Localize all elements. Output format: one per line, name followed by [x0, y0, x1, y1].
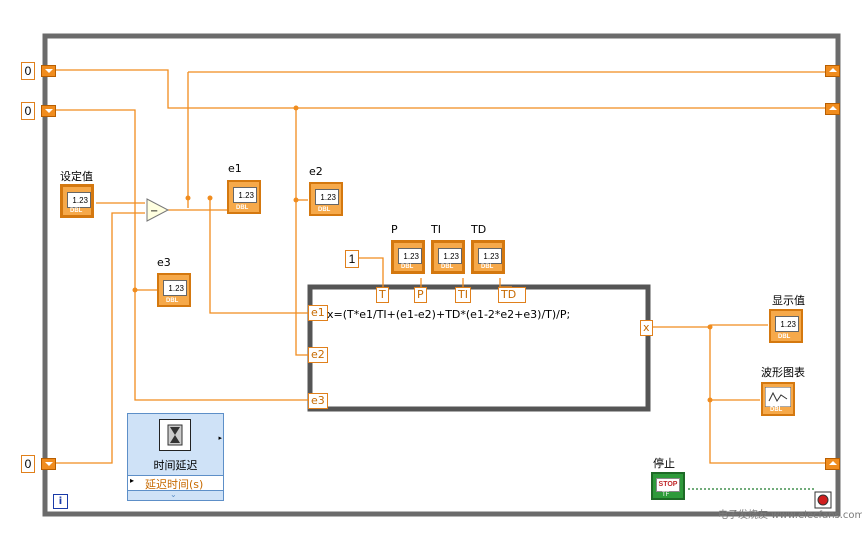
p-control[interactable]: 1.23 DBL — [391, 240, 425, 274]
setpoint-label: 设定值 — [60, 170, 93, 183]
delay-time-param: 延迟时间(s) — [145, 478, 204, 491]
shift-register-init-2[interactable]: 0 — [21, 102, 35, 120]
numeric-display: 1.23 — [398, 248, 422, 264]
formula-input-ti[interactable]: TI — [455, 287, 471, 303]
waveform-chart-icon — [765, 387, 791, 407]
waveform-chart-label: 波形图表 — [761, 366, 805, 379]
formula-node-frame — [307, 284, 651, 412]
type-tag: DBL — [401, 264, 414, 270]
shift-register-init-1[interactable]: 0 — [21, 62, 35, 80]
shift-register-left-1[interactable] — [41, 65, 56, 77]
numeric-display: 1.23 — [233, 187, 257, 203]
expand-chevron-icon[interactable]: ⌄ — [170, 490, 177, 499]
td-label: TD — [471, 223, 487, 236]
while-loop-frame — [42, 33, 841, 517]
formula-input-td[interactable]: TD — [498, 287, 526, 303]
display-value-label: 显示值 — [772, 294, 805, 307]
e2-indicator[interactable]: 1.23 DBL — [309, 182, 343, 216]
formula-input-t[interactable]: T — [376, 287, 389, 303]
formula-output-x[interactable]: x — [640, 320, 653, 336]
ti-label: TI — [431, 223, 441, 236]
formula-input-e1[interactable]: e1 — [308, 305, 328, 321]
numeric-display: 1.23 — [67, 192, 91, 208]
numeric-display: 1.23 — [478, 248, 502, 264]
t-constant[interactable]: 1 — [345, 250, 359, 268]
formula-input-e2[interactable]: e2 — [308, 347, 328, 363]
waveform-chart-indicator[interactable]: DBL — [761, 382, 795, 416]
shift-register-right-3[interactable] — [825, 458, 840, 470]
hourglass-glyph — [167, 424, 183, 446]
type-tag: DBL — [236, 205, 249, 211]
e1-label: e1 — [228, 162, 242, 175]
hourglass-icon — [159, 419, 191, 451]
numeric-display: 1.23 — [438, 248, 462, 264]
bool-tag: TF — [662, 492, 670, 498]
shift-register-init-3[interactable]: 0 — [21, 455, 35, 473]
shift-register-right-2[interactable] — [825, 103, 840, 115]
info-icon[interactable]: i — [53, 494, 68, 509]
display-value-indicator[interactable]: 1.23 DBL — [769, 309, 803, 343]
ti-control[interactable]: 1.23 DBL — [431, 240, 465, 274]
e3-indicator[interactable]: 1.23 DBL — [157, 273, 191, 307]
numeric-display: 1.23 — [163, 280, 187, 296]
svg-text:−: − — [150, 206, 158, 217]
formula-input-p[interactable]: P — [414, 287, 427, 303]
type-tag: DBL — [481, 264, 494, 270]
subtract-node — [146, 198, 170, 222]
param-arrow-icon: ▸ — [130, 476, 135, 485]
stop-label: 停止 — [653, 457, 675, 470]
type-tag: DBL — [70, 208, 83, 214]
type-tag: DBL — [318, 207, 331, 213]
stop-text: STOP — [656, 478, 680, 492]
watermark-text: 电子发烧友 www.elecfans.com — [718, 510, 862, 521]
type-tag: DBL — [778, 334, 791, 340]
type-tag: DBL — [441, 264, 454, 270]
formula-expression[interactable]: x=(T*e1/TI+(e1-e2)+TD*(e1-2*e2+e3)/T)/P; — [327, 308, 571, 321]
numeric-display: 1.23 — [315, 189, 339, 205]
e3-label: e3 — [157, 256, 171, 269]
numeric-display: 1.23 — [775, 316, 799, 332]
type-tag: DBL — [166, 298, 179, 304]
e2-label: e2 — [309, 165, 323, 178]
time-delay-title: 时间延迟 — [153, 459, 198, 472]
type-tag: DBL — [770, 407, 783, 413]
td-control[interactable]: 1.23 DBL — [471, 240, 505, 274]
e1-indicator[interactable]: 1.23 DBL — [227, 180, 261, 214]
shift-register-left-3[interactable] — [41, 458, 56, 470]
output-arrow-icon: ▸ — [218, 434, 222, 442]
time-delay-vi[interactable]: 时间延迟 ▸ 延迟时间(s) ⌄ ▸ — [127, 413, 224, 501]
time-delay-param-row[interactable]: ▸ 延迟时间(s) — [128, 475, 223, 491]
p-label: P — [391, 223, 398, 236]
formula-input-e3[interactable]: e3 — [308, 393, 328, 409]
stop-button[interactable]: STOP TF — [651, 472, 685, 500]
shift-register-left-2[interactable] — [41, 105, 56, 117]
shift-register-right-1[interactable] — [825, 65, 840, 77]
setpoint-control[interactable]: 1.23 DBL — [60, 184, 94, 218]
